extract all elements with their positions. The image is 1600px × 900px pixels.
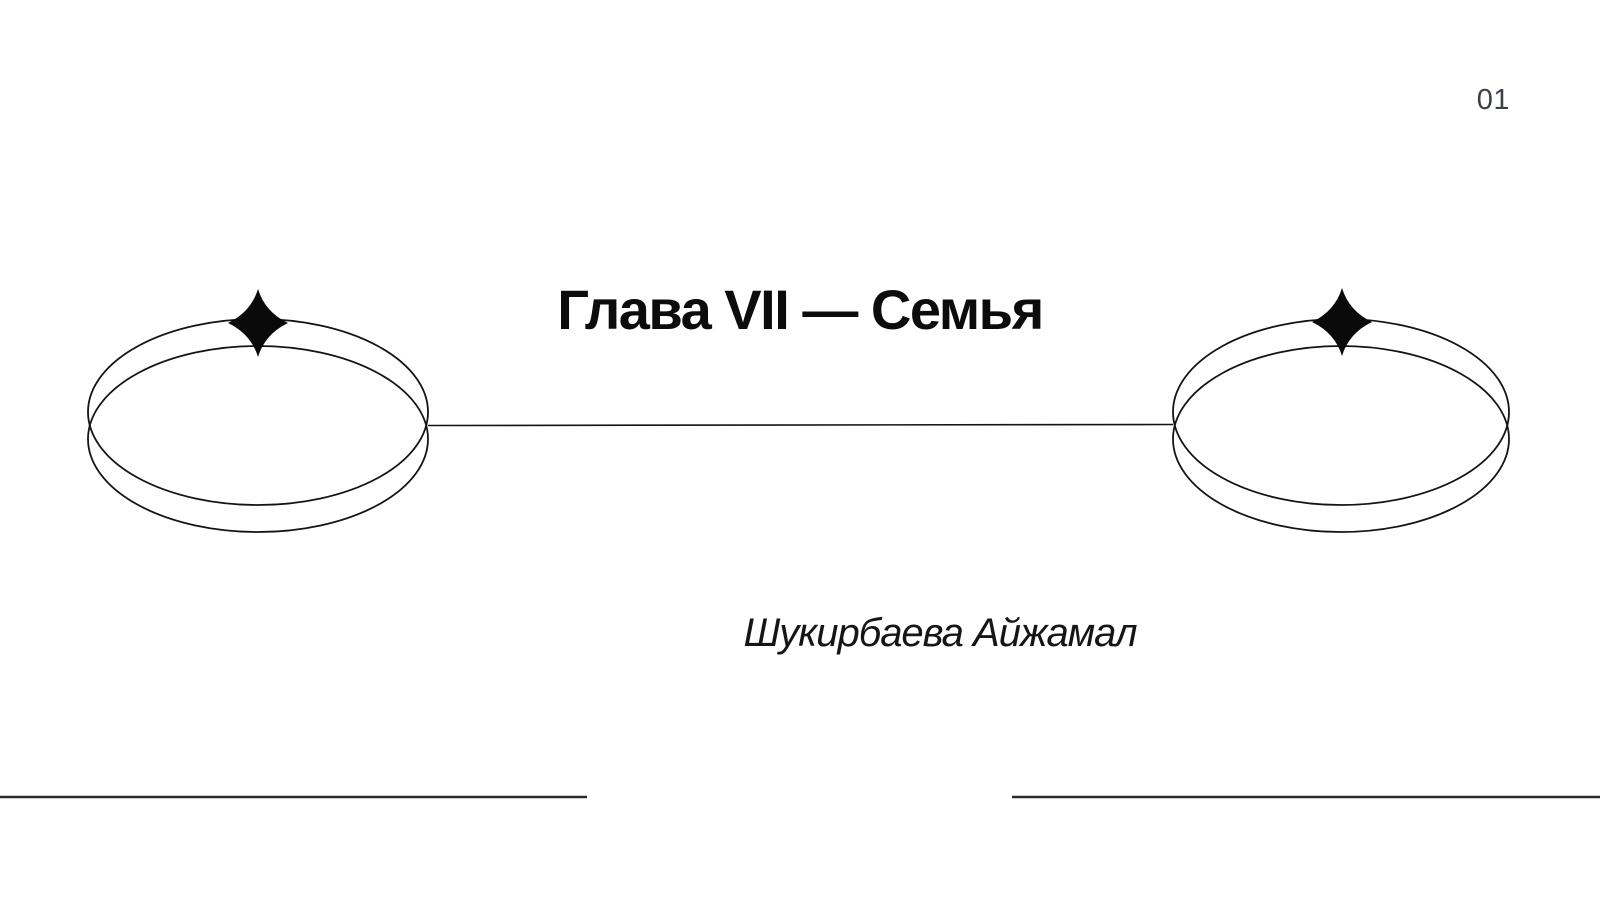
page-number: 01 bbox=[1476, 84, 1510, 116]
connector-line bbox=[427, 423, 1174, 427]
slide-title: Глава VII — Семья bbox=[557, 278, 1044, 341]
sparkle-icon-left bbox=[228, 289, 288, 357]
author-name: Шукирбаева Айжамал bbox=[743, 611, 1137, 655]
sparkle-icon-right bbox=[1312, 288, 1372, 356]
